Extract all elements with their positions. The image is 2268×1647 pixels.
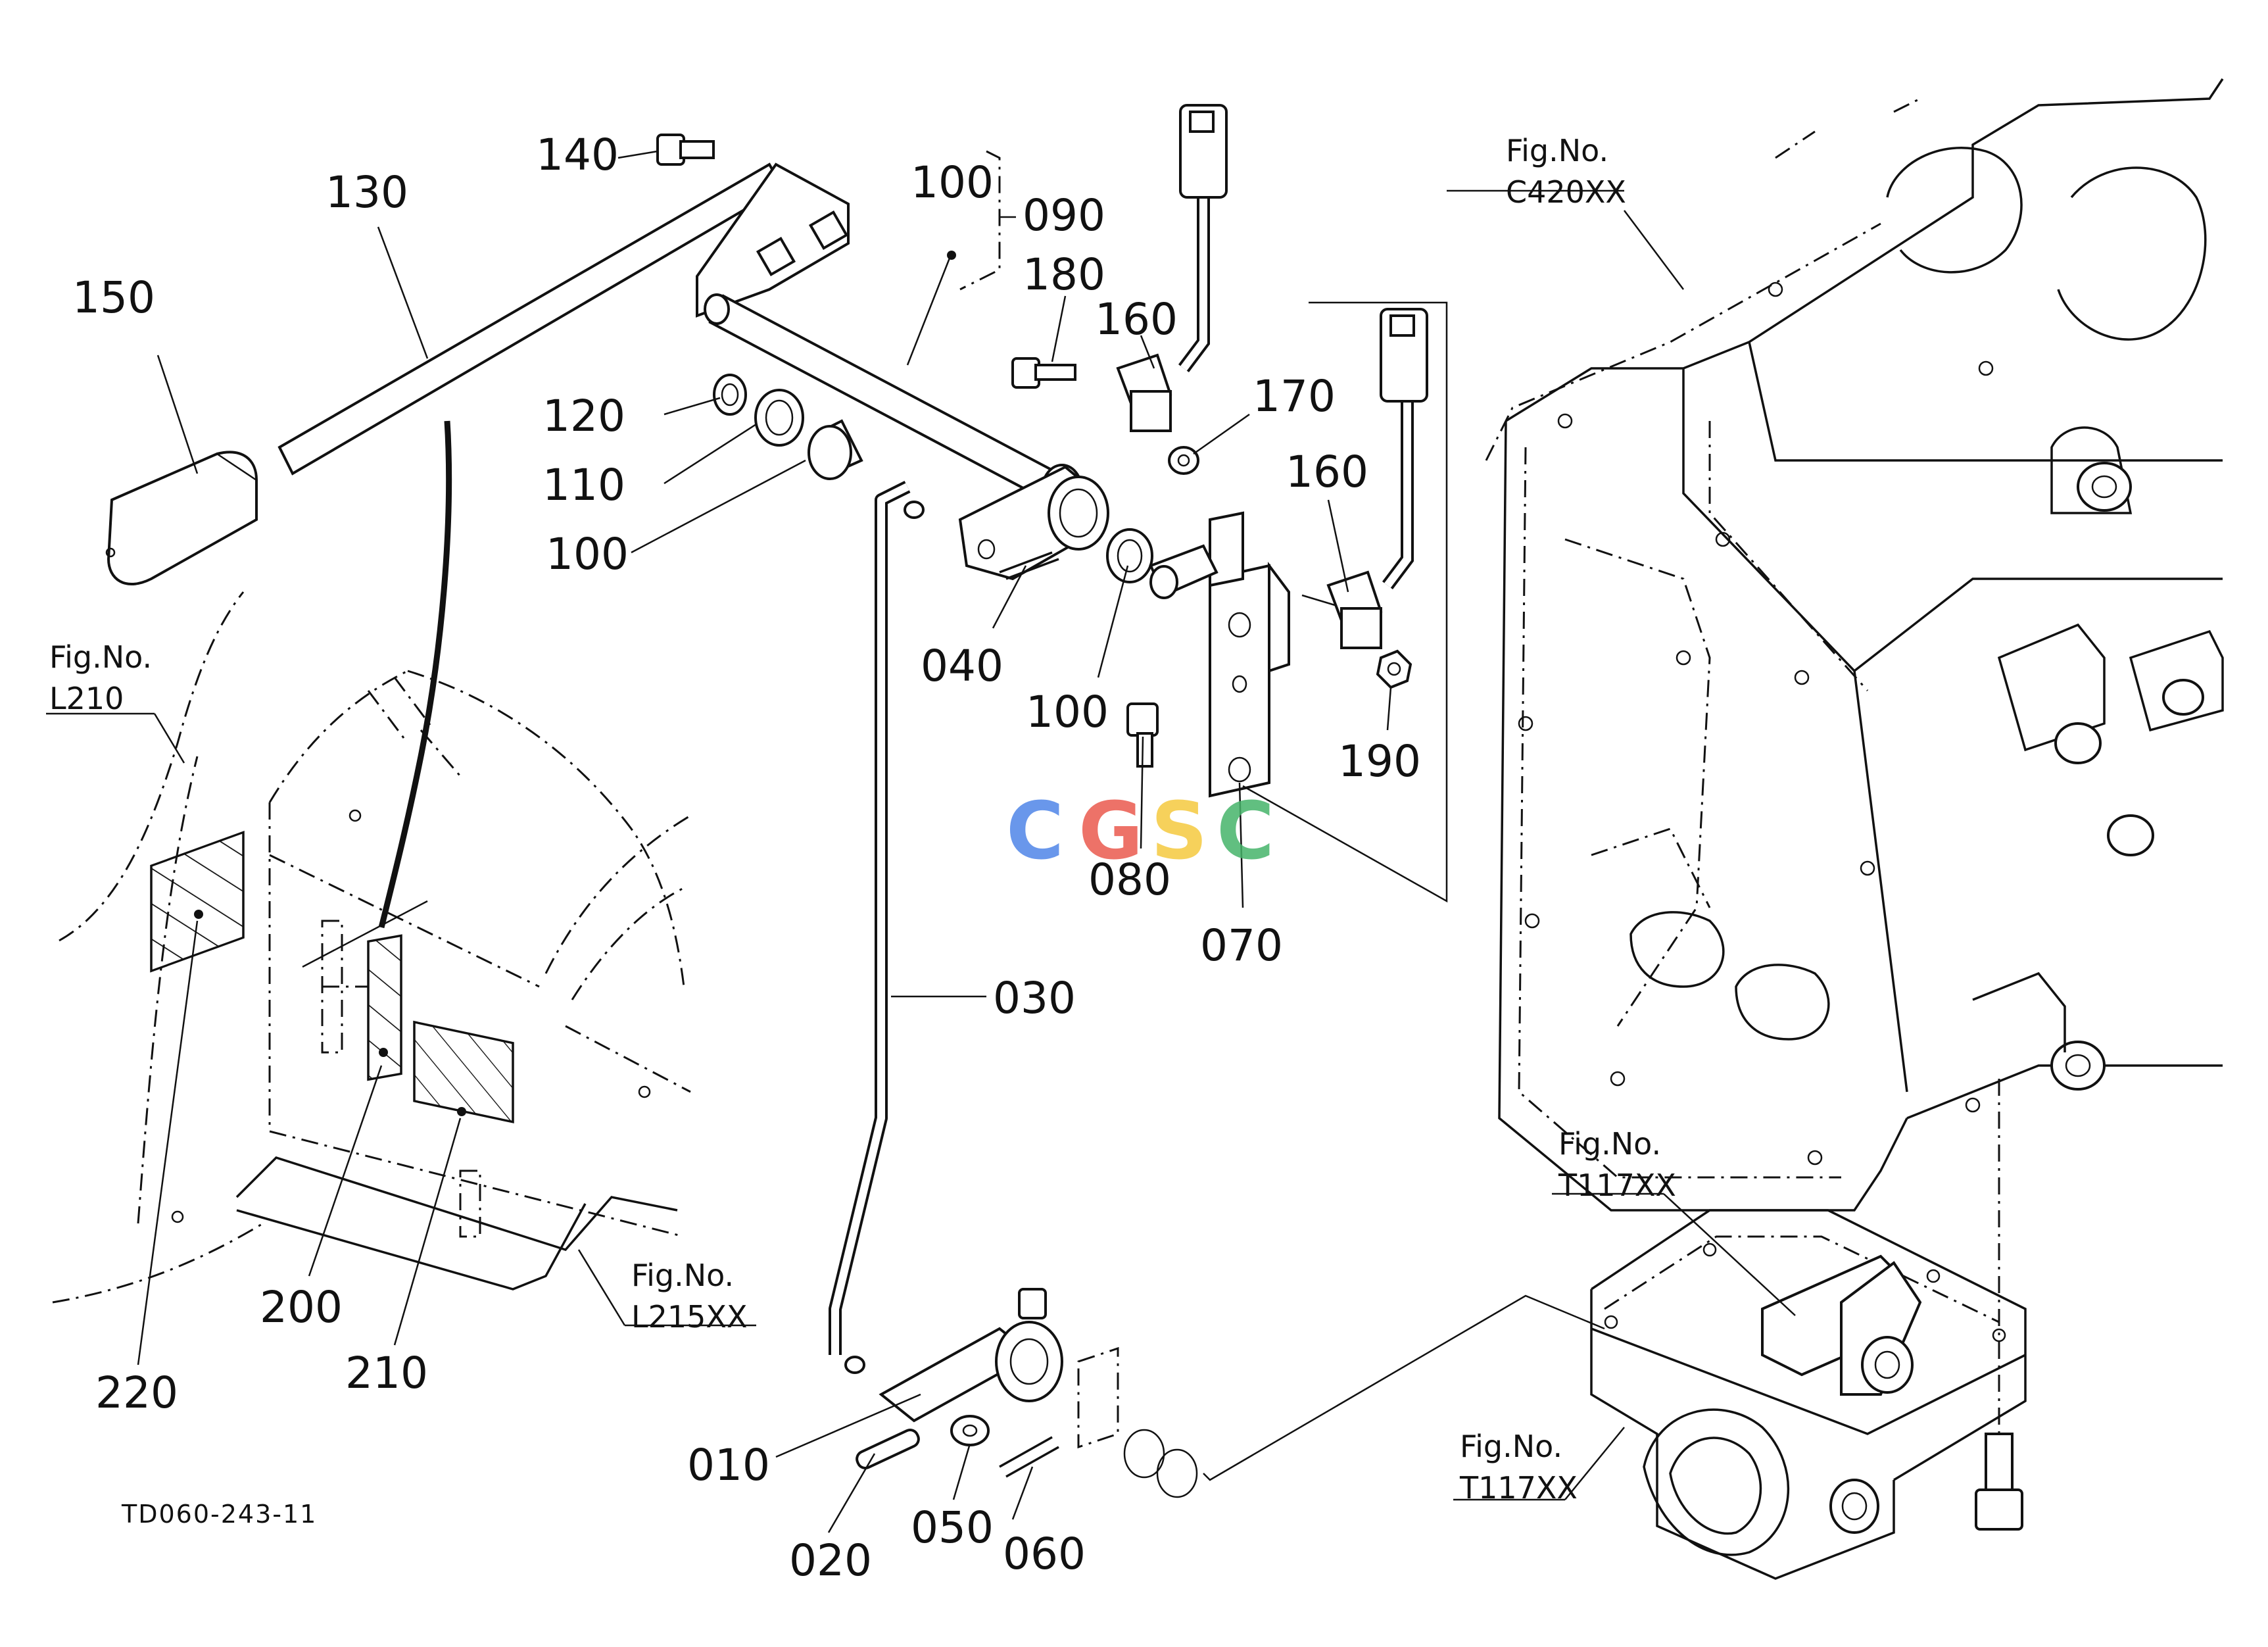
washer-050: [950, 1415, 990, 1446]
decal-210: [413, 1020, 514, 1123]
gasket-group: [1018, 1288, 1198, 1498]
svg-text:T117XX: T117XX: [1459, 1470, 1578, 1506]
cotter-060: [999, 1436, 1059, 1478]
part-labels: 140 130 150 120 110 100 100 090 180 160 …: [72, 130, 1421, 1586]
label-130: 130: [326, 167, 408, 218]
label-160-upper: 160: [1095, 294, 1178, 345]
pin-020: [856, 1429, 920, 1469]
label-100-top: 100: [911, 157, 994, 208]
svg-text:G: G: [1078, 786, 1144, 877]
leader-lines: [46, 150, 1796, 1533]
label-060: 060: [1003, 1529, 1086, 1579]
label-170: 170: [1253, 371, 1336, 422]
arm-040: [958, 465, 1109, 581]
label-100-left: 100: [546, 529, 629, 579]
switch-160-lower: [1301, 308, 1428, 649]
label-070: 070: [1200, 920, 1283, 971]
label-190: 190: [1338, 736, 1421, 787]
label-220: 220: [95, 1367, 178, 1418]
bolt-080: [1126, 702, 1159, 768]
label-020: 020: [789, 1535, 872, 1586]
svg-text:Fig.No.: Fig.No.: [1460, 1429, 1562, 1464]
fig-ref-l210: Fig.No. L210: [49, 639, 152, 716]
screw-180: [1011, 357, 1076, 389]
fig-ref-l215: Fig.No. L215XX: [631, 1258, 747, 1335]
svg-text:C: C: [1006, 786, 1064, 877]
label-050: 050: [911, 1502, 994, 1553]
fig-ref-t117-lower: Fig.No. T117XX: [1459, 1429, 1578, 1506]
svg-text:Fig.No.: Fig.No.: [1558, 1126, 1661, 1162]
label-010: 010: [687, 1440, 770, 1490]
watermark-logo: C G S C: [1006, 786, 1274, 877]
transmission-case: [1485, 78, 2224, 1212]
nut-190: [1376, 649, 1412, 689]
bolt-140: [656, 134, 715, 166]
label-210: 210: [345, 1348, 428, 1398]
svg-text:L215XX: L215XX: [631, 1299, 747, 1335]
label-160-lower: 160: [1286, 447, 1368, 497]
lower-housing: [1590, 1209, 2027, 1580]
washer-110: [754, 389, 804, 447]
decal-220: [150, 830, 245, 973]
svg-text:C: C: [1217, 786, 1274, 877]
label-120: 120: [543, 391, 625, 441]
decal-200: [367, 934, 402, 1081]
knob-150: [105, 451, 258, 586]
label-110: 110: [543, 460, 625, 510]
bracket-070: [1149, 511, 1290, 798]
bolt-lower-right: [1975, 1079, 2023, 1531]
label-200: 200: [260, 1282, 343, 1333]
svg-text:S: S: [1151, 786, 1207, 877]
label-080: 080: [1088, 854, 1171, 905]
label-150: 150: [72, 272, 155, 323]
washer-170: [1168, 446, 1199, 475]
washer-120: [713, 374, 747, 416]
svg-text:L210: L210: [49, 681, 124, 716]
label-140: 140: [536, 130, 619, 180]
svg-text:C420XX: C420XX: [1506, 174, 1626, 210]
lever-130: [277, 162, 850, 476]
switch-160-upper: [1116, 104, 1228, 432]
label-180: 180: [1023, 249, 1105, 300]
fender-panel: [52, 420, 691, 1304]
rod-030: [829, 481, 925, 1374]
label-100-mid: 100: [1026, 687, 1109, 737]
svg-text:Fig.No.: Fig.No.: [1506, 133, 1608, 168]
svg-text:Fig.No.: Fig.No.: [49, 639, 152, 675]
bushing-100-mid: [1106, 528, 1153, 583]
bushing-100-left: [808, 419, 863, 480]
fig-ref-t117-upper: Fig.No. T117XX: [1558, 1126, 1676, 1203]
svg-text:T117XX: T117XX: [1558, 1168, 1676, 1203]
arm-010: [879, 1321, 1063, 1423]
label-040: 040: [921, 641, 1003, 691]
drawing-code: TD060-243-11: [121, 1500, 317, 1529]
label-090: 090: [1023, 190, 1105, 241]
svg-text:Fig.No.: Fig.No.: [631, 1258, 734, 1293]
fig-ref-c420: Fig.No. C420XX: [1506, 133, 1626, 210]
label-030: 030: [993, 973, 1076, 1023]
